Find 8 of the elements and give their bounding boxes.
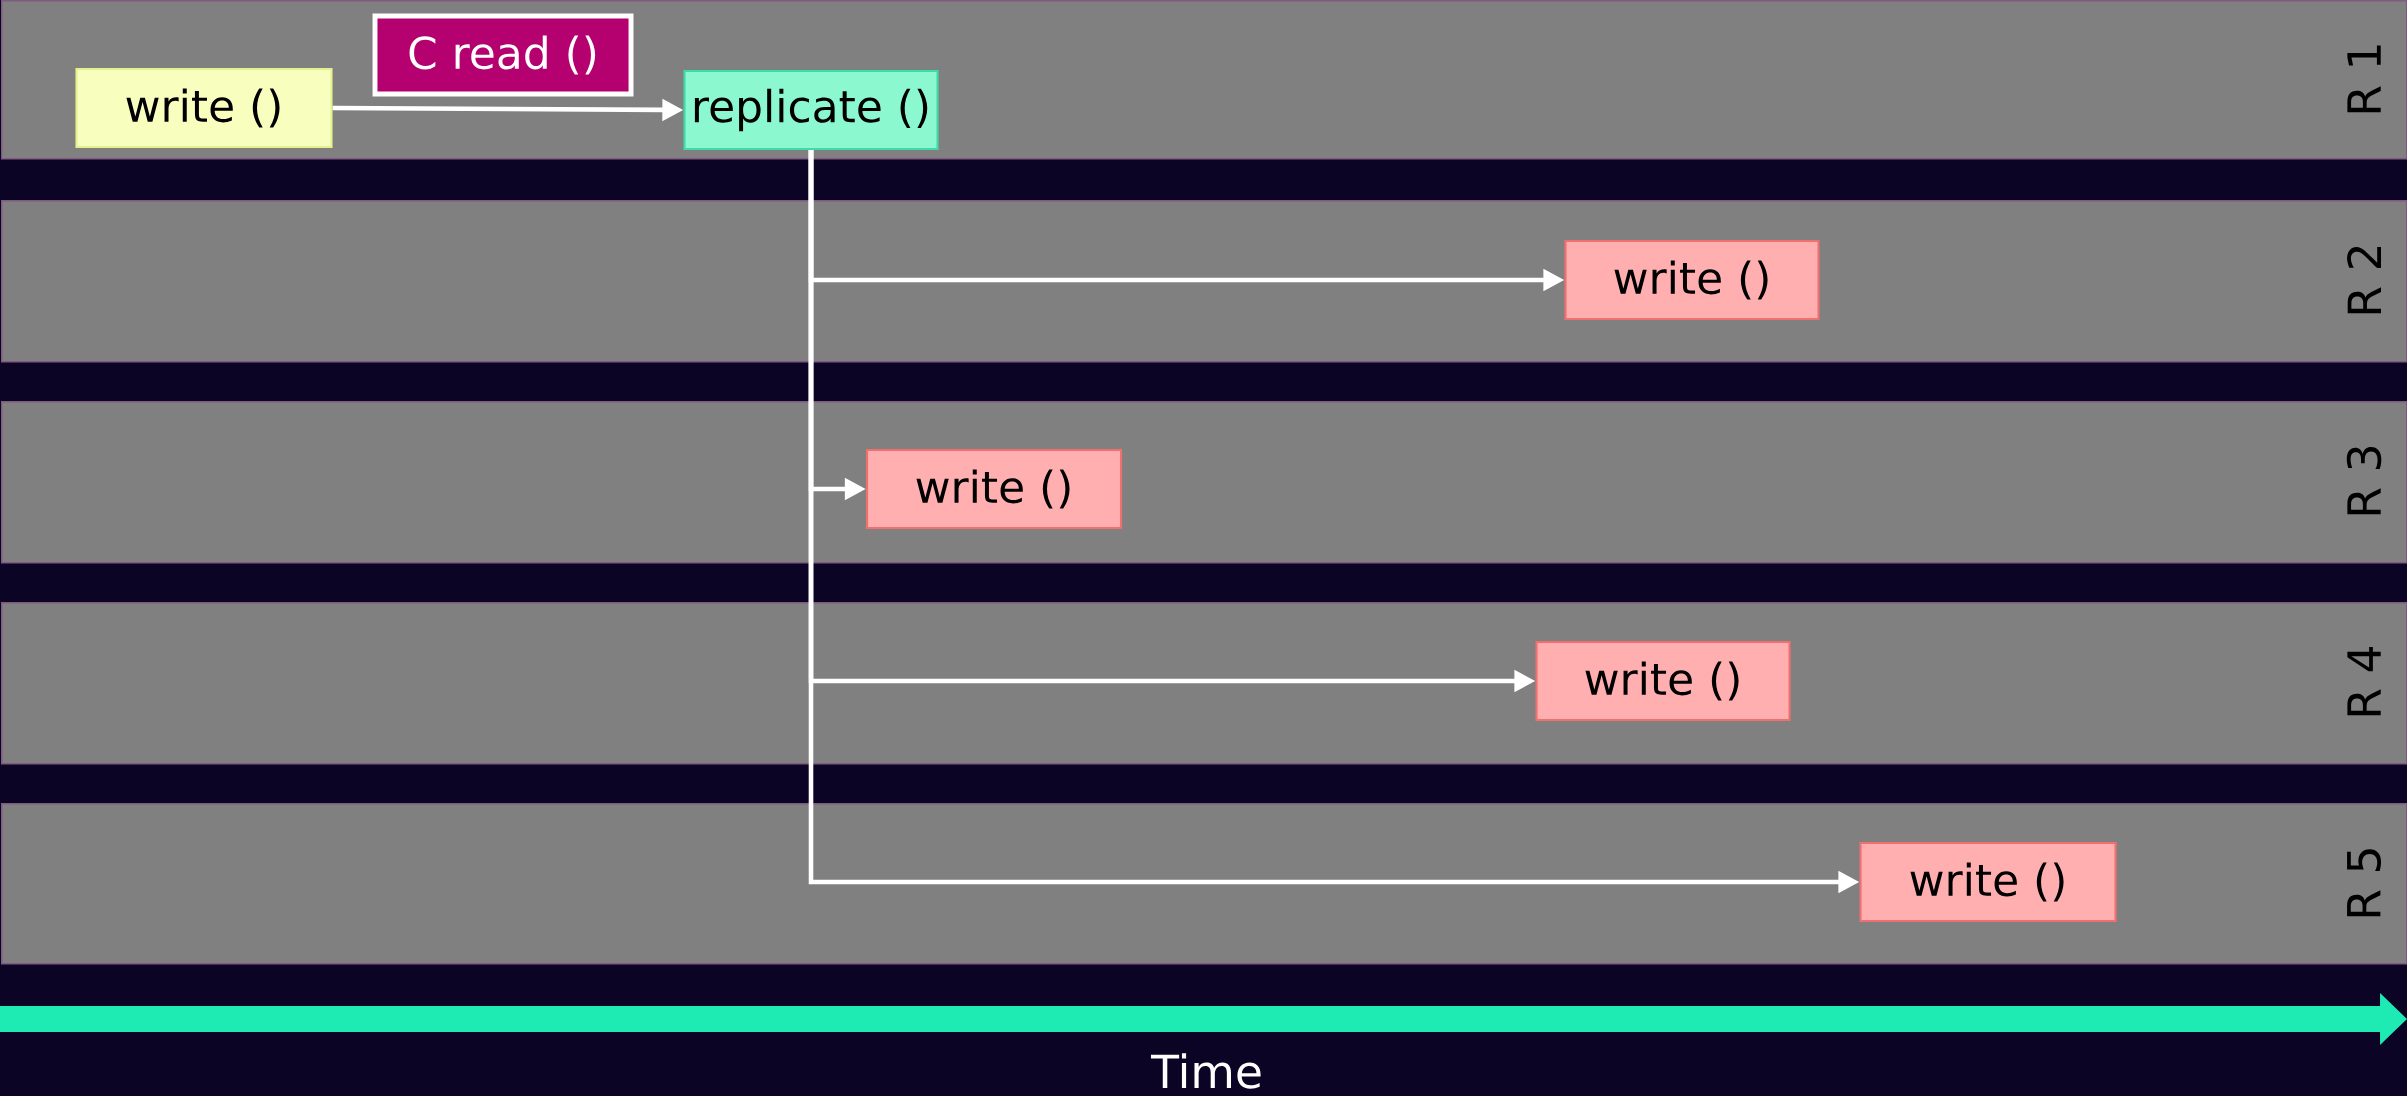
- function-box: C read (): [372, 13, 634, 97]
- function-box: write (): [865, 448, 1123, 530]
- axis-label: Time: [1150, 1053, 1261, 1089]
- function-box: write (): [75, 67, 333, 149]
- function-box: write (): [1859, 841, 2117, 923]
- function-box: write (): [1535, 640, 1791, 722]
- function-box: write (): [1564, 239, 1820, 321]
- function-box: replicate (): [683, 69, 939, 151]
